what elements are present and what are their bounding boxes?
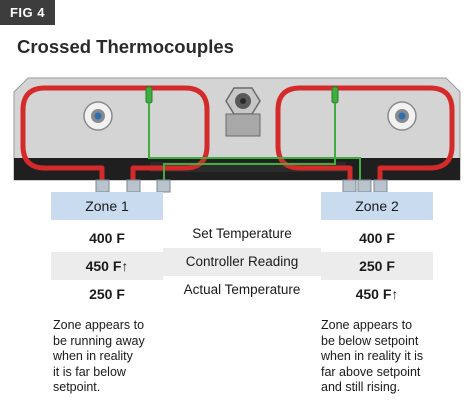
screw-hole-icon [387,101,417,131]
zone2-thermocouple-tip [331,86,339,104]
zone2-note-line: be below setpoint [321,333,419,348]
zone1-table: Zone 1 400 F 450 F↑ 250 F [51,192,163,308]
plate-groove [150,162,346,172]
zone2-header: Zone 2 [321,192,433,220]
row-label-actual-temp: Actual Temperature [183,282,301,297]
zone2-note-line: when in reality it is [321,349,424,364]
zone1-heater-loop [20,85,210,186]
zone1-note-line: be running away [53,333,145,348]
terminal-icon [342,179,388,193]
zone2-note-line: far above setpoint [321,364,421,379]
zone2-controller-reading: 250 F [321,252,433,280]
zone1-note: Zone appears to be running away when in … [53,318,198,396]
figure-title: Crossed Thermocouples [17,36,234,57]
zone1-note-line: setpoint. [53,380,101,395]
zone2-set-temp: 400 F [359,230,395,246]
zone2-note: Zone appears to be below setpoint when i… [321,318,466,396]
terminal-icon [95,179,171,193]
zone2-note-line: and still rising. [321,380,401,395]
center-nut-icon [225,87,261,137]
zone1-thermocouple-tip [145,86,153,104]
zone2-table: Zone 2 400 F 250 F 450 F↑ [321,192,433,308]
zone2-heater-loop [275,85,455,186]
zone2-note-line: Zone appears to [321,318,413,332]
zone1-controller-reading: 450 F↑ [51,252,163,280]
row-label-controller-reading: Controller Reading [163,248,321,276]
zone1-tc-wire [148,103,361,186]
zone1-note-line: when in reality [53,349,133,364]
zone1-actual-temp: 250 F [89,286,125,302]
zone2-tc-wire [163,103,336,186]
zone1-note-line: it is far below [53,364,126,379]
zone1-note-line: Zone appears to [53,318,145,332]
zone1-header: Zone 1 [51,192,163,220]
figure-badge: FIG 4 [0,0,55,25]
zone2-actual-temp: 450 F↑ [355,286,399,302]
screw-hole-icon [83,101,113,131]
zone1-set-temp: 400 F [89,230,125,246]
row-label-set-temp: Set Temperature [192,226,292,241]
